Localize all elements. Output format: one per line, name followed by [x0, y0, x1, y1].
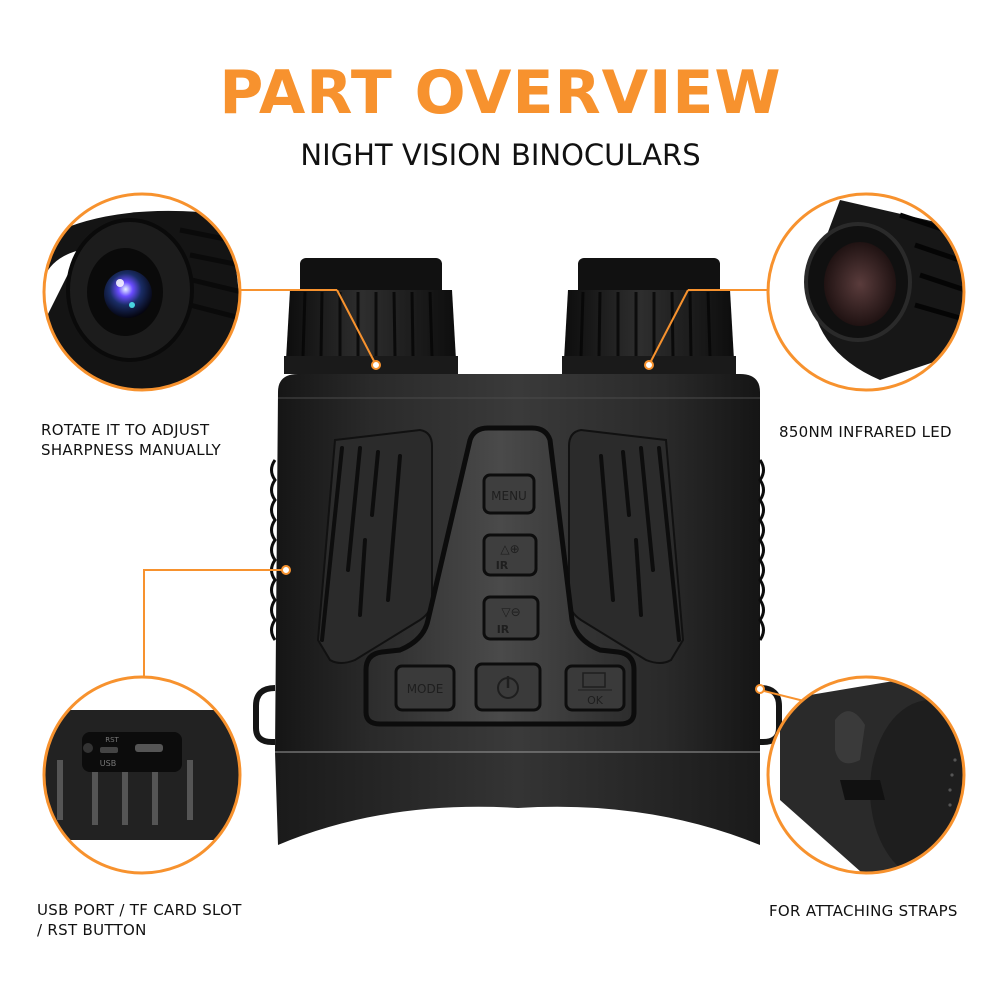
- svg-text:▽⊖: ▽⊖: [501, 605, 520, 619]
- callout-infrared-led: 850NM INFRARED LED: [779, 422, 952, 442]
- callout-strap-loop-line1: FOR ATTACHING STRAPS: [769, 902, 958, 920]
- callout-ports-line2: / RST BUTTON: [37, 921, 147, 939]
- callout-ports-line1: USB PORT / TF CARD SLOT: [37, 901, 242, 919]
- page-title: PART OVERVIEW: [219, 58, 782, 128]
- menu-button[interactable]: MENU: [482, 473, 536, 515]
- svg-text:MENU: MENU: [491, 489, 527, 503]
- page-subtitle: NIGHT VISION BINOCULARS: [300, 138, 701, 172]
- detail-strap-mount: [768, 677, 964, 873]
- power-button[interactable]: [474, 662, 542, 712]
- usb-port-label: USB: [100, 759, 116, 768]
- left-strap-loop: [253, 685, 276, 745]
- detail-infrared-led: [768, 194, 964, 390]
- svg-text:OK: OK: [587, 694, 604, 707]
- rst-button-label: RST: [105, 736, 119, 744]
- mode-button[interactable]: MODE: [394, 664, 456, 712]
- svg-text:IR: IR: [496, 559, 509, 572]
- callout-focus-ring: ROTATE IT TO ADJUST SHARPNESS MANUALLY: [41, 420, 221, 460]
- capture-ok-button[interactable]: OK: [564, 664, 626, 712]
- ir-up-zoom-in-button[interactable]: △⊕ IR: [482, 533, 538, 577]
- svg-text:△⊕: △⊕: [500, 542, 519, 556]
- right-eyepiece: [562, 258, 736, 374]
- callout-strap-loop: FOR ATTACHING STRAPS: [769, 901, 958, 921]
- svg-text:MODE: MODE: [407, 682, 444, 696]
- callout-focus-ring-line2: SHARPNESS MANUALLY: [41, 441, 221, 459]
- detail-eyepiece-lens: [44, 194, 240, 390]
- detail-ports: USB RST: [44, 677, 240, 873]
- ir-down-zoom-out-button[interactable]: ▽⊖ IR: [482, 595, 540, 641]
- callout-ports: USB PORT / TF CARD SLOT / RST BUTTON: [37, 900, 242, 940]
- svg-text:IR: IR: [497, 623, 510, 636]
- bottom-eyecup-section: [275, 752, 760, 845]
- callout-focus-ring-line1: ROTATE IT TO ADJUST: [41, 421, 210, 439]
- callout-infrared-led-line1: 850NM INFRARED LED: [779, 423, 952, 441]
